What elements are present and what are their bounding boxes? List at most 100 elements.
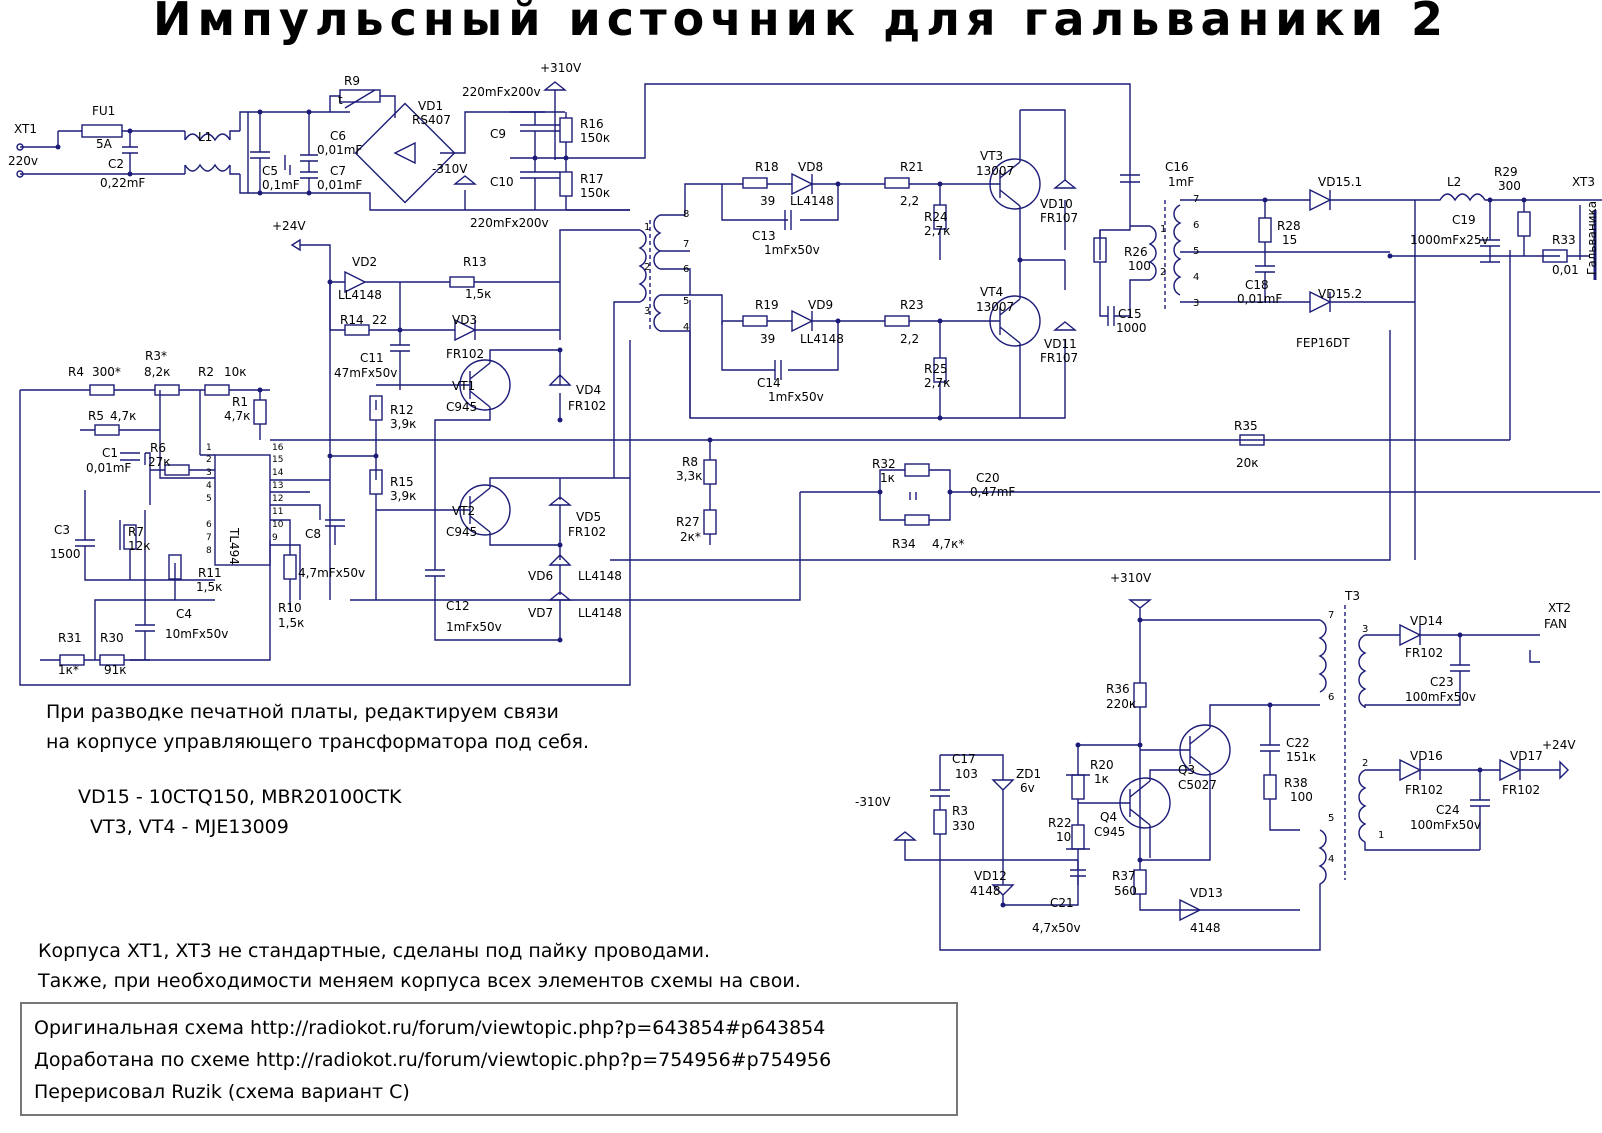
rail-p310-aux: +310V: [1110, 571, 1152, 585]
label-r13: R13: [463, 255, 487, 269]
label-r24-v: 2,7к: [924, 224, 950, 238]
label-vd8-v: LL4148: [790, 194, 834, 208]
tl-pin-12: 12: [272, 494, 283, 504]
label-c13: C13: [752, 229, 776, 243]
label-r7: R7: [128, 525, 144, 539]
label-r16-v: 150к: [580, 131, 610, 145]
label-zd1: ZD1: [1016, 767, 1041, 781]
label-r18: R18: [755, 160, 779, 174]
label-r25-v: 2,7к: [924, 376, 950, 390]
rail-n310: -310V: [432, 162, 468, 176]
label-vd13-v: 4148: [1190, 921, 1221, 935]
feedback: [350, 330, 1600, 601]
label-fu1: FU1: [92, 104, 115, 118]
label-c1: C1: [102, 446, 118, 460]
label-c8: C8: [305, 527, 321, 541]
t3-pin-2: 2: [1362, 758, 1368, 769]
label-r38: R38: [1284, 776, 1308, 790]
label-r3b-v: 330: [952, 819, 975, 833]
info-author: Перерисовал Ruzik (схема вариант С): [34, 1081, 410, 1103]
t1-pin-8: 8: [683, 209, 689, 220]
tl-pin-1: 1: [206, 443, 212, 453]
t2-pin-6: 6: [1193, 220, 1199, 231]
label-r21-v: 2,2: [900, 194, 919, 208]
t1-pin-4: 4: [683, 322, 689, 333]
label-r10-v: 1,5к: [278, 616, 304, 630]
label-r8-v: 3,3к: [676, 469, 702, 483]
substitution-line1: VD15 - 10CTQ150, MBR20100CTK: [78, 786, 402, 808]
pin-numbers: 1 2 3 4 5 6 7 8 16 15 14 13 12 11 10 9 1…: [206, 194, 1384, 865]
label-r3: R3*: [145, 349, 167, 363]
tl-pin-13: 13: [272, 481, 283, 491]
component-labels: XT1 220v FU1 5A C2 0,22mF L1 C5 0,1mF C6…: [8, 74, 1599, 935]
t3-pin-6: 6: [1328, 692, 1334, 703]
label-c8-v: 4,7mFx50v: [298, 566, 365, 580]
label-r28-v: 15: [1282, 233, 1297, 247]
label-fep: FEP16DT: [1296, 336, 1350, 350]
label-r17: R17: [580, 172, 604, 186]
tl-pin-14: 14: [272, 468, 284, 478]
label-r3b: R3: [952, 804, 968, 818]
label-r12: R12: [390, 403, 414, 417]
label-r37-v: 560: [1114, 884, 1137, 898]
label-c12: C12: [446, 599, 470, 613]
label-vd1-v: RS407: [412, 113, 451, 127]
t2-pin-5: 5: [1193, 246, 1199, 257]
label-tl494: TL494: [227, 527, 241, 565]
label-c15: C15: [1118, 307, 1142, 321]
label-r13-v: 1,5к: [465, 287, 491, 301]
label-r15-v: 3,9к: [390, 489, 416, 503]
bootstrap-chain: [290, 238, 560, 600]
label-r27: R27: [676, 515, 700, 529]
tl-pin-4: 4: [206, 481, 212, 491]
label-xt1-v: 220v: [8, 154, 38, 168]
label-r2-v: 10к: [224, 365, 247, 379]
label-vd17: VD17: [1510, 749, 1543, 763]
label-r10: R10: [278, 601, 302, 615]
label-r12-v: 3,9к: [390, 417, 416, 431]
label-vd17-v: FR102: [1502, 783, 1540, 797]
label-c5: C5: [262, 164, 278, 178]
label-r20: R20: [1090, 758, 1114, 772]
case-note: Корпуса XT1, XT3 не стандартные, сделаны…: [38, 936, 801, 996]
label-vd1: VD1: [418, 99, 443, 113]
label-vt2-v: C945: [446, 525, 477, 539]
label-r31: R31: [58, 631, 82, 645]
label-r23-v: 2,2: [900, 332, 919, 346]
info-box: Оригинальная схема http://radiokot.ru/fo…: [20, 1002, 958, 1116]
label-xt2: XT2: [1548, 601, 1571, 615]
label-c11-v: 47mFx50v: [334, 366, 397, 380]
label-q4: Q4: [1100, 810, 1117, 824]
label-r5: R5: [88, 409, 104, 423]
label-vd5-v: FR102: [568, 525, 606, 539]
label-vd14: VD14: [1410, 614, 1443, 628]
label-c10-v: 220mFx200v: [470, 216, 549, 230]
t2-pin-4: 4: [1193, 272, 1199, 283]
label-vt2: VT2: [452, 504, 475, 518]
info-revised-link: Доработана по схеме http://radiokot.ru/f…: [34, 1049, 832, 1071]
label-r35-v: 20к: [1236, 456, 1259, 470]
label-c18-v: 0,01mF: [1237, 292, 1282, 306]
label-r4: R4: [68, 365, 84, 379]
info-original-link: Оригинальная схема http://radiokot.ru/fo…: [34, 1017, 826, 1039]
label-c13-v: 1mFx50v: [764, 243, 820, 257]
label-r28: R28: [1277, 219, 1301, 233]
t1-pin-5: 5: [683, 296, 689, 307]
rail-n310-aux: -310V: [855, 795, 891, 809]
label-r23: R23: [900, 298, 924, 312]
label-fu1-v: 5A: [96, 137, 113, 151]
label-r15: R15: [390, 475, 414, 489]
label-r6-v: 27к: [148, 455, 171, 469]
label-c3: C3: [54, 523, 70, 537]
control-tl494: [19, 250, 1511, 686]
case-note-line2: Также, при необходимости меняем корпуса …: [38, 970, 801, 992]
label-vd7-v: LL4148: [578, 606, 622, 620]
label-r9-t: t: [338, 93, 343, 107]
t2-pin-2: 2: [1160, 267, 1166, 278]
label-xt3: XT3: [1572, 175, 1595, 189]
t3-pin-5: 5: [1328, 813, 1334, 824]
label-r1-v: 4,7к: [224, 409, 250, 423]
label-vd3-v: FR102: [446, 347, 484, 361]
label-vd2: VD2: [352, 255, 377, 269]
